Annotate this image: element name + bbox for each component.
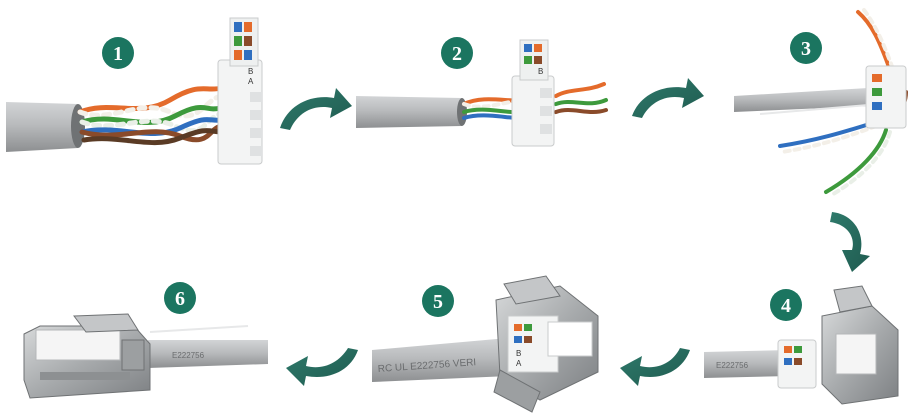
step-6-shielded-jack <box>23 313 151 399</box>
step-2-cable <box>356 96 467 128</box>
jack-label-a: A <box>516 359 522 368</box>
curved-arrow-left-icon <box>620 348 690 386</box>
curved-arrow-icon <box>280 88 352 130</box>
step-5: RC UL E222756 VERI B A 5 <box>372 275 599 413</box>
jack-label-b: B <box>538 67 543 76</box>
step-2-keystone-jack: B <box>511 39 555 147</box>
curved-arrow-icon <box>632 78 704 118</box>
jack-label-b: B <box>516 349 521 358</box>
step-3-wires <box>778 8 908 198</box>
step-6-number: 6 <box>175 288 185 310</box>
step-2-badge: 2 <box>441 37 473 69</box>
step-1-number: 1 <box>113 43 123 65</box>
step-4-cable-print: E222756 <box>716 361 749 370</box>
step-6-cable-print: E222756 <box>172 351 205 360</box>
step-2-number: 2 <box>452 43 462 65</box>
jack-label-b: B <box>248 67 253 76</box>
step-5-keystone-jack: B A <box>507 315 593 373</box>
step-3-cable <box>734 88 881 115</box>
step-1: B A 1 <box>6 17 263 165</box>
step-1-twisted-pairs <box>77 85 225 146</box>
step-4: E222756 4 <box>704 285 899 405</box>
step-3: 3 <box>734 8 908 198</box>
step-5-badge: 5 <box>422 285 454 317</box>
step-3-number: 3 <box>801 38 811 60</box>
step-5-number: 5 <box>433 291 443 313</box>
step-2: B 2 <box>356 37 608 147</box>
step-4-cable: E222756 <box>704 350 790 378</box>
step-5-cable: RC UL E222756 VERI <box>372 338 510 382</box>
curved-arrow-down-icon <box>830 212 870 272</box>
step-6-cable: E222756 <box>148 325 268 368</box>
step-4-number: 4 <box>781 295 791 317</box>
step-3-keystone-jack <box>865 65 907 129</box>
step-4-shield-housing <box>821 285 899 405</box>
step-1-badge: 1 <box>102 37 134 69</box>
step-1-cable <box>6 102 85 152</box>
curved-arrow-left-icon <box>286 348 358 386</box>
step-6: E222756 6 <box>23 282 268 399</box>
jack-label-a: A <box>248 77 254 86</box>
step-4-badge: 4 <box>770 289 802 321</box>
step-1-keystone-jack: B A <box>217 17 263 165</box>
step-6-badge: 6 <box>164 282 196 314</box>
step-3-badge: 3 <box>790 32 822 64</box>
step-4-keystone-jack <box>777 339 817 389</box>
